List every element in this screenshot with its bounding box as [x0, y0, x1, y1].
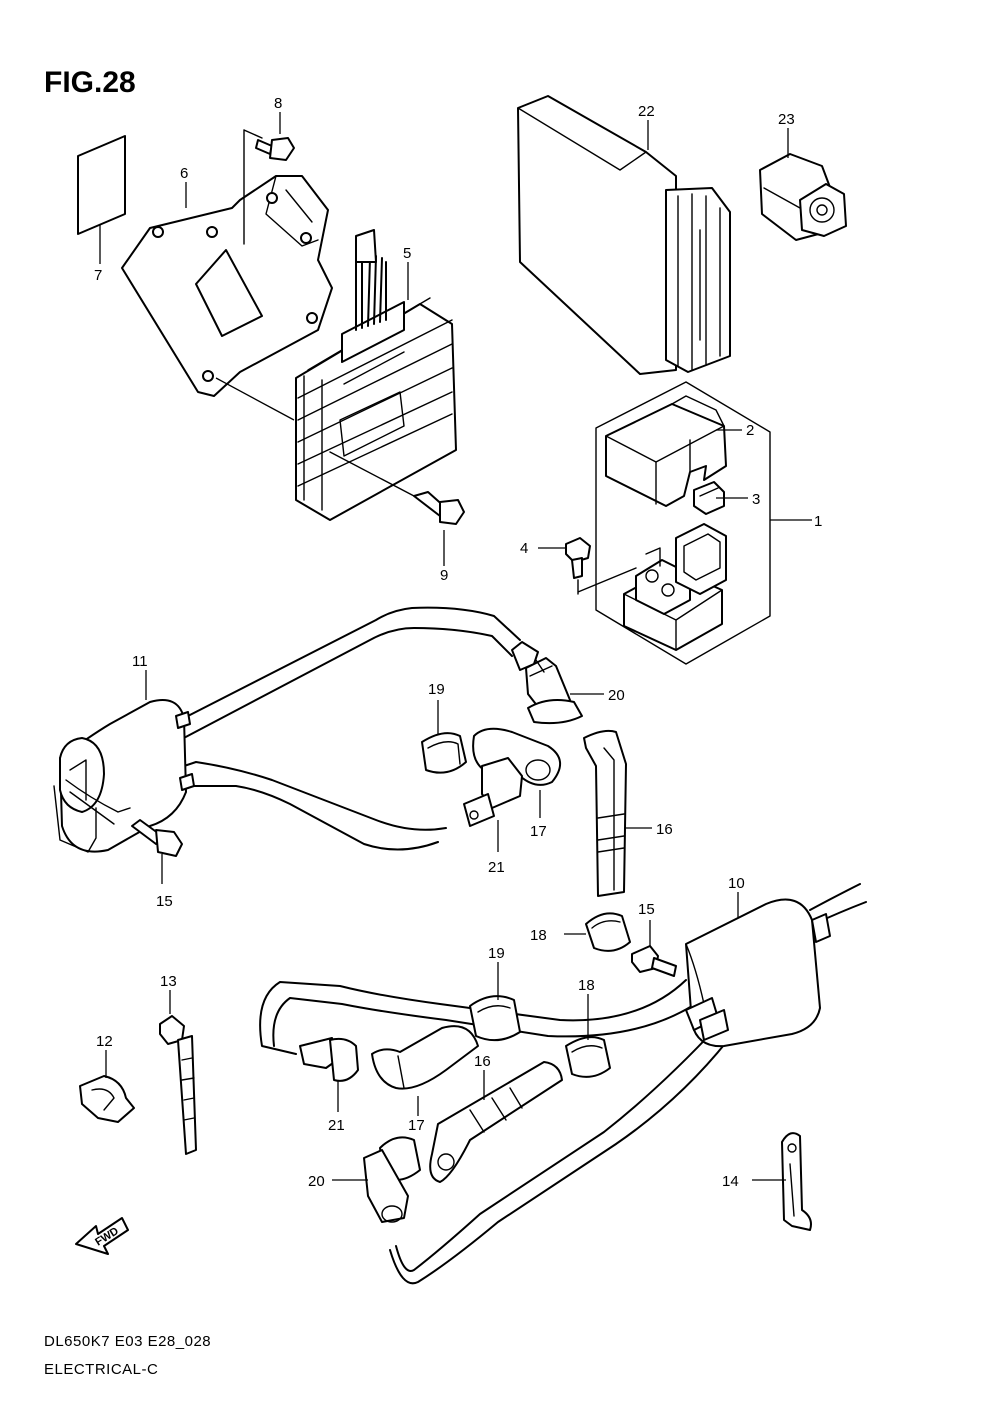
callout-23: 23 [778, 111, 795, 128]
part-18-seal-middle[interactable] [585, 912, 631, 952]
part-7-label-sticker[interactable] [77, 135, 126, 235]
callout-17-lower: 17 [408, 1117, 425, 1134]
part-16-plug-cap-upper[interactable] [583, 729, 627, 897]
section-name: ELECTRICAL-C [44, 1361, 158, 1378]
part-3-fuse[interactable] [693, 481, 725, 515]
callout-2: 2 [746, 422, 754, 439]
callout-12: 12 [96, 1033, 113, 1050]
part-11-ignition-coil[interactable] [53, 606, 521, 853]
callout-22: 22 [638, 103, 655, 120]
part-21-grommet-upper[interactable] [463, 757, 523, 827]
callout-4: 4 [520, 540, 528, 557]
part-16-plug-cap-lower[interactable] [429, 1061, 563, 1183]
part-10-ignition-coil[interactable] [259, 883, 867, 1285]
part-14-strap[interactable] [781, 1132, 812, 1231]
part-20-plug-boot-lower[interactable] [363, 1136, 421, 1223]
part-13-cable-tie[interactable] [159, 1015, 197, 1155]
part-5-mount-line [215, 377, 295, 421]
callout-19-upper: 19 [428, 681, 445, 698]
callout-15-lower: 15 [638, 901, 655, 918]
part-2-relay-cover[interactable] [605, 395, 727, 507]
figure-title: FIG.28 [44, 66, 136, 99]
callout-9: 9 [440, 567, 448, 584]
callout-7: 7 [94, 267, 102, 284]
forward-arrow-icon: FWD [75, 1217, 129, 1255]
part-1-relay-body[interactable] [623, 523, 727, 651]
callout-15-upper: 15 [156, 893, 173, 910]
part-5-regulator-rectifier[interactable] [295, 229, 457, 521]
model-code: DL650K7 E03 E28_028 [44, 1333, 211, 1350]
callout-5: 5 [403, 245, 411, 262]
callout-11: 11 [132, 653, 148, 670]
part-8-bolt[interactable] [243, 129, 295, 245]
part-15-bolt-lower[interactable] [631, 945, 677, 977]
callout-6: 6 [180, 165, 188, 182]
callout-14: 14 [722, 1173, 739, 1190]
callout-18-lower: 18 [578, 977, 595, 994]
callout-19-lower: 19 [488, 945, 505, 962]
callout-1: 1 [814, 513, 822, 530]
callout-21-lower: 21 [328, 1117, 345, 1134]
callout-8: 8 [274, 95, 282, 112]
part-12-clamp[interactable] [79, 1075, 135, 1123]
part-21-grommet-lower[interactable] [299, 1037, 359, 1082]
part-15-bolt-upper[interactable] [131, 819, 183, 857]
part-1-starter-relay-group[interactable] [595, 381, 771, 665]
callout-labels: 8 6 7 5 9 22 23 2 3 1 4 11 19 20 17 21 1… [94, 95, 822, 1190]
part-4-bolt[interactable] [565, 537, 637, 595]
part-6-bracket[interactable] [121, 175, 333, 397]
part-23-connector[interactable] [759, 153, 847, 241]
callout-16-lower: 16 [474, 1053, 491, 1070]
callout-17-upper: 17 [530, 823, 547, 840]
part-19-seal-lower[interactable] [469, 995, 521, 1042]
callout-20-lower: 20 [308, 1173, 325, 1190]
callout-18-middle: 18 [530, 927, 547, 944]
leader-lines [99, 112, 812, 1181]
callout-20-upper: 20 [608, 687, 625, 704]
callout-3: 3 [752, 491, 760, 508]
callout-10: 10 [728, 875, 745, 892]
part-19-seal-upper[interactable] [421, 732, 467, 774]
part-20-plug-boot-upper[interactable] [511, 641, 583, 725]
callout-21-upper: 21 [488, 859, 505, 876]
callout-13: 13 [160, 973, 177, 990]
part-9-bolt[interactable] [329, 451, 465, 525]
callout-16-upper: 16 [656, 821, 673, 838]
part-18-seal-lower[interactable] [565, 1036, 611, 1078]
part-17-cap-lower[interactable] [371, 1025, 479, 1090]
part-22-ecu[interactable] [517, 95, 731, 375]
